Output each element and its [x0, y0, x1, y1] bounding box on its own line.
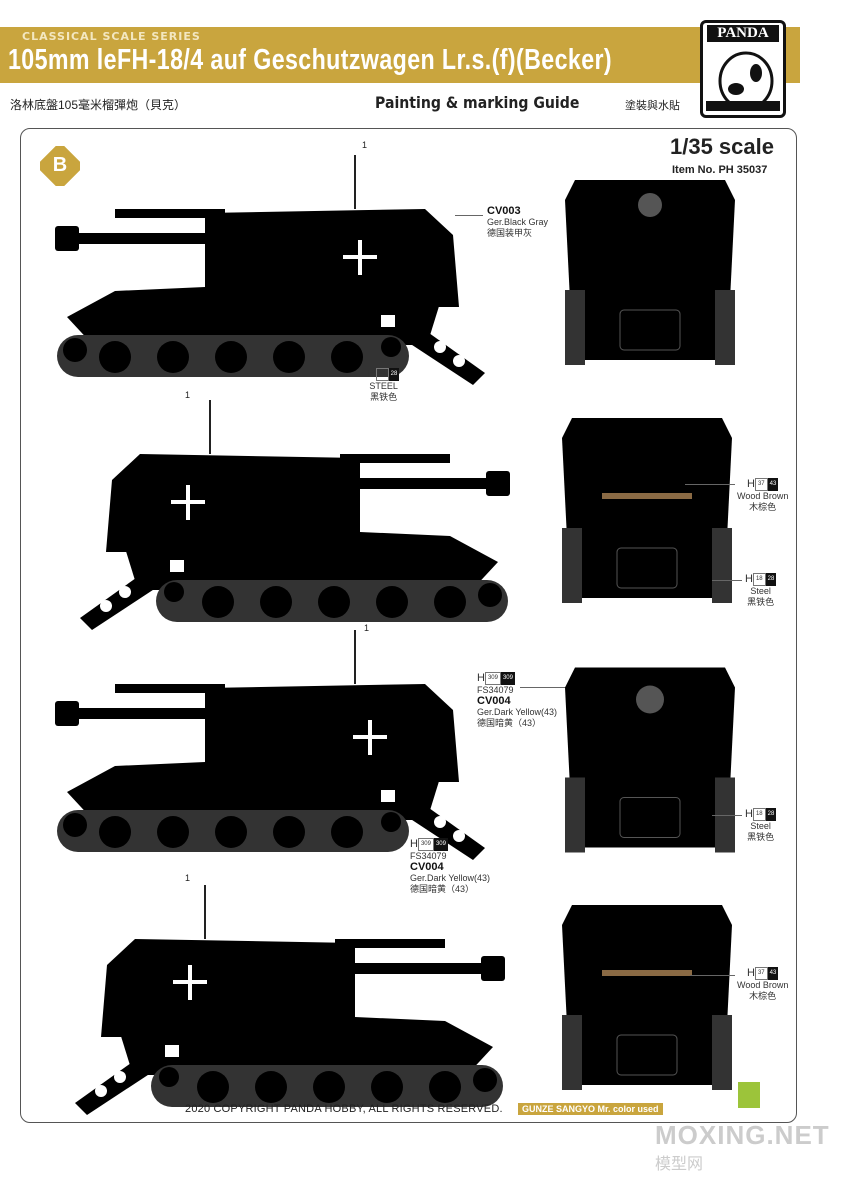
guide-title: Painting & marking Guide: [375, 93, 580, 112]
side-view-dark-left: .v1 .b{fill:#2d2d2d}.v1 .w circle{fill:#…: [55, 154, 486, 386]
decal-number: 1: [362, 140, 368, 150]
decal-number: 1: [185, 390, 191, 400]
brand-logo-icon: [738, 1082, 760, 1108]
panda-face-icon: [706, 51, 780, 111]
leader-line: [712, 815, 742, 816]
balkenkreuz-icon: [173, 965, 207, 1000]
side-view-yellow-right: .v4 .b{fill:#cbb37d;stroke:#8a7650;strok…: [74, 884, 505, 1116]
leader-line: [712, 580, 742, 581]
scheme-badge: B: [37, 143, 83, 189]
decal-number: 1: [185, 873, 191, 883]
rear-view-dark-2: .r2 .b{fill:#2d2d2d}: [562, 417, 732, 603]
watermark-cn: 模型网: [655, 1156, 704, 1173]
decal-number: 1: [364, 623, 370, 633]
balkenkreuz-icon: [343, 240, 377, 275]
guide-title-cn: 塗裝與水貼: [625, 100, 680, 112]
title-band: [0, 27, 800, 83]
rear-view-yellow-1: .r3 .b{fill:#cbb37d;stroke:#8a7650}: [565, 667, 735, 853]
balkenkreuz-icon: [353, 720, 387, 755]
side-view-dark-right: .v2 .b{fill:#2d2d2d}.v2 .w circle{fill:#…: [79, 399, 510, 631]
logo-text: PANDA: [707, 25, 779, 42]
panda-logo: PANDA: [700, 20, 786, 118]
copyright: 2020 COPYRIGHT PANDA HOBBY, ALL RIGHTS R…: [185, 1103, 503, 1115]
scheme-letter: B: [52, 154, 68, 176]
scale-label: 1/35 scale: [670, 134, 774, 159]
leader-line: [685, 484, 735, 485]
leader-line: [520, 687, 600, 688]
watermark: MOXING.NET: [655, 1120, 830, 1150]
balkenkreuz-icon: [171, 485, 205, 520]
paint-brand-label: GUNZE SANGYO Mr. color used: [518, 1103, 663, 1115]
side-view-yellow-left: .v3 .b{fill:#cbb37d;stroke:#8a7650;strok…: [55, 629, 486, 861]
chinese-subtitle: 洛林底盤105毫米榴彈炮（貝克）: [10, 98, 187, 112]
page-title: 105mm leFH-18/4 auf Geschutzwagen Lr.s.(…: [8, 44, 613, 76]
item-number: Item No. PH 35037: [672, 164, 768, 176]
guide-frame: [20, 128, 797, 1123]
rear-view-yellow-2: .r4 .b{fill:#cbb37d;stroke:#8a7650}: [562, 904, 732, 1090]
leader-line: [690, 975, 735, 976]
leader-line: [455, 215, 483, 216]
rear-view-dark-1: .r1 .b{fill:#2d2d2d}: [565, 179, 735, 365]
series-label: CLASSICAL SCALE SERIES: [22, 30, 201, 43]
